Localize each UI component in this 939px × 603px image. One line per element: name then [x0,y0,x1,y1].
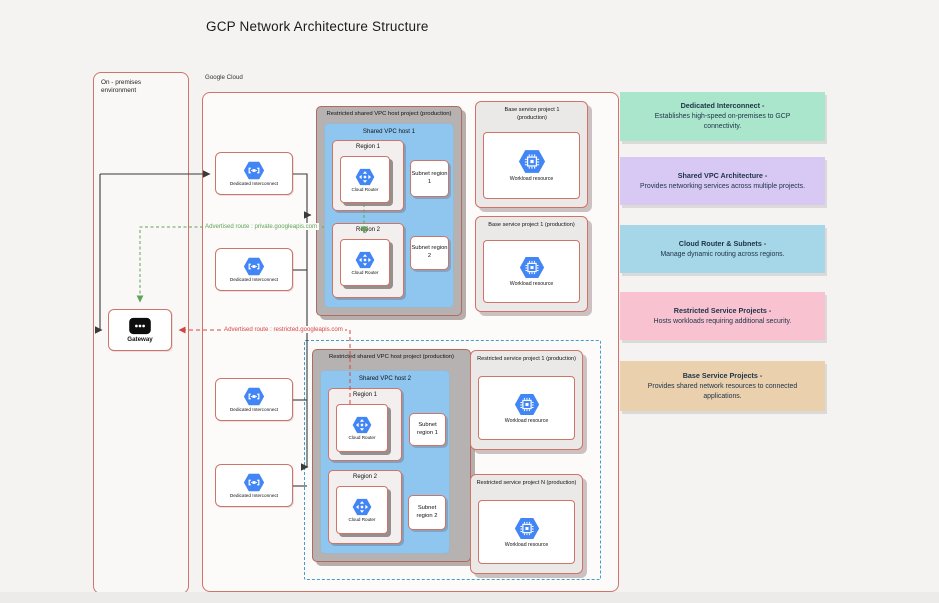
cloud-router-label: Cloud Router [348,517,376,522]
edge-label-private-route: Advertised route : private.googleapis.co… [203,223,320,230]
cloud-router-icon [355,168,375,186]
project-base-service-2-label: Base service project 1 (production) [488,222,575,228]
edge-label-restricted-route: Advertised route : restricted.googleapis… [222,326,345,333]
dedicated-interconnect-label: Dedicated Interconnect [229,406,279,412]
shared-vpc-host-1-label: Shared VPC host 1 [362,128,416,135]
legend-base-service-projects[interactable]: Base Service Projects - Provides shared … [620,361,825,411]
node-gateway[interactable]: Gateway [108,309,172,351]
cloud-router-icon [355,251,375,269]
cluster-on-premises-label: On - premises environment [101,79,142,94]
node-dedicated-interconnect-3[interactable]: Dedicated Interconnect [215,378,293,421]
cluster-restricted-vpc-host-top-label: Restricted shared VPC host project (prod… [326,111,452,117]
shared-vpc-host-2-label: Shared VPC host 2 [358,375,412,382]
project-restricted-service-1-label: Restricted service project 1 (production… [477,356,576,362]
cloud-router-top-region-2[interactable]: Cloud Router [340,239,390,286]
dedicated-interconnect-icon [243,473,265,492]
dedicated-interconnect-label: Dedicated Interconnect [229,180,279,186]
cluster-restricted-vpc-host-bottom-label: Restricted shared VPC host project (prod… [328,354,455,360]
workload-resource-icon [514,517,540,540]
cloud-router-label: Cloud Router [351,186,379,192]
workload-resource-label: Workload resource [504,541,549,548]
legend-dedicated-interconnect[interactable]: Dedicated Interconnect - Establishes hig… [620,92,825,141]
legend-desc: Provides shared network resources to con… [647,382,798,400]
workload-resource-restricted-n[interactable]: Workload resource [478,500,575,564]
legend-desc: Provides networking services across mult… [639,182,806,190]
project-restricted-service-n-label: Restricted service project N (production… [476,480,577,486]
region-2-top-label: Region 2 [355,227,381,233]
gateway-icon [128,317,152,335]
gateway-label: Gateway [127,336,153,343]
cloud-router-top-region-1[interactable]: Cloud Router [340,156,390,203]
node-dedicated-interconnect-2[interactable]: Dedicated Interconnect [215,248,293,291]
legend-desc: Hosts workloads requiring additional sec… [653,317,792,325]
cloud-router-label: Cloud Router [351,269,379,275]
workload-resource-label: Workload resource [509,176,554,182]
workload-resource-icon [518,149,546,174]
region-1-bottom-label: Region 1 [352,392,378,398]
legend-desc: Manage dynamic routing across regions. [660,250,785,258]
canvas-bottom-texture [0,592,939,603]
dedicated-interconnect-icon [243,257,265,276]
legend-desc: Establishes high-speed on-premises to GC… [654,113,791,130]
workload-resource-icon [514,393,540,416]
legend-restricted-service-projects[interactable]: Restricted Service Projects - Hosts work… [620,292,825,340]
node-dedicated-interconnect-1[interactable]: Dedicated Interconnect [215,152,293,195]
dedicated-interconnect-label: Dedicated Interconnect [229,492,279,498]
subnet-region-2-bottom[interactable]: Subnet region 2 [408,495,446,530]
legend-title: Shared VPC Architecture - [677,170,768,180]
legend-title: Restricted Service Projects - [673,305,772,315]
subnet-region-1-top[interactable]: Subnet region 1 [410,160,449,197]
workload-resource-label: Workload resource [509,281,554,287]
dedicated-interconnect-icon [243,161,265,180]
dedicated-interconnect-icon [243,387,265,406]
cloud-router-icon [352,416,372,434]
workload-resource-restricted-1[interactable]: Workload resource [478,376,575,440]
workload-resource-base-1[interactable]: Workload resource [483,132,580,199]
cloud-router-bottom-region-2[interactable]: Cloud Router [336,486,388,534]
diagram-title: GCP Network Architecture Structure [206,19,429,34]
cluster-google-cloud-label: Google Cloud [205,74,243,81]
legend-title: Cloud Router & Subnets - [678,238,767,248]
region-1-top-label: Region 1 [355,144,381,150]
legend-cloud-router-subnets[interactable]: Cloud Router & Subnets - Manage dynamic … [620,225,825,273]
cloud-router-bottom-region-1[interactable]: Cloud Router [336,404,388,452]
dedicated-interconnect-label: Dedicated Interconnect [229,276,279,282]
workload-resource-label: Workload resource [504,417,549,424]
legend-title: Dedicated Interconnect - [680,101,765,110]
subnet-region-1-bottom[interactable]: Subnet region 1 [409,413,446,446]
legend-shared-vpc-architecture[interactable]: Shared VPC Architecture - Provides netwo… [620,157,825,205]
subnet-region-2-top[interactable]: Subnet region 2 [410,236,449,270]
workload-resource-base-2[interactable]: Workload resource [483,240,580,303]
cloud-router-icon [352,498,372,516]
node-dedicated-interconnect-4[interactable]: Dedicated Interconnect [215,464,293,507]
project-base-service-1-label: Base service project 1 (production) [504,107,560,121]
region-2-bottom-label: Region 2 [352,474,378,480]
legend-title: Base Service Projects - [682,370,763,380]
workload-resource-icon [519,256,545,279]
cloud-router-label: Cloud Router [348,435,376,440]
